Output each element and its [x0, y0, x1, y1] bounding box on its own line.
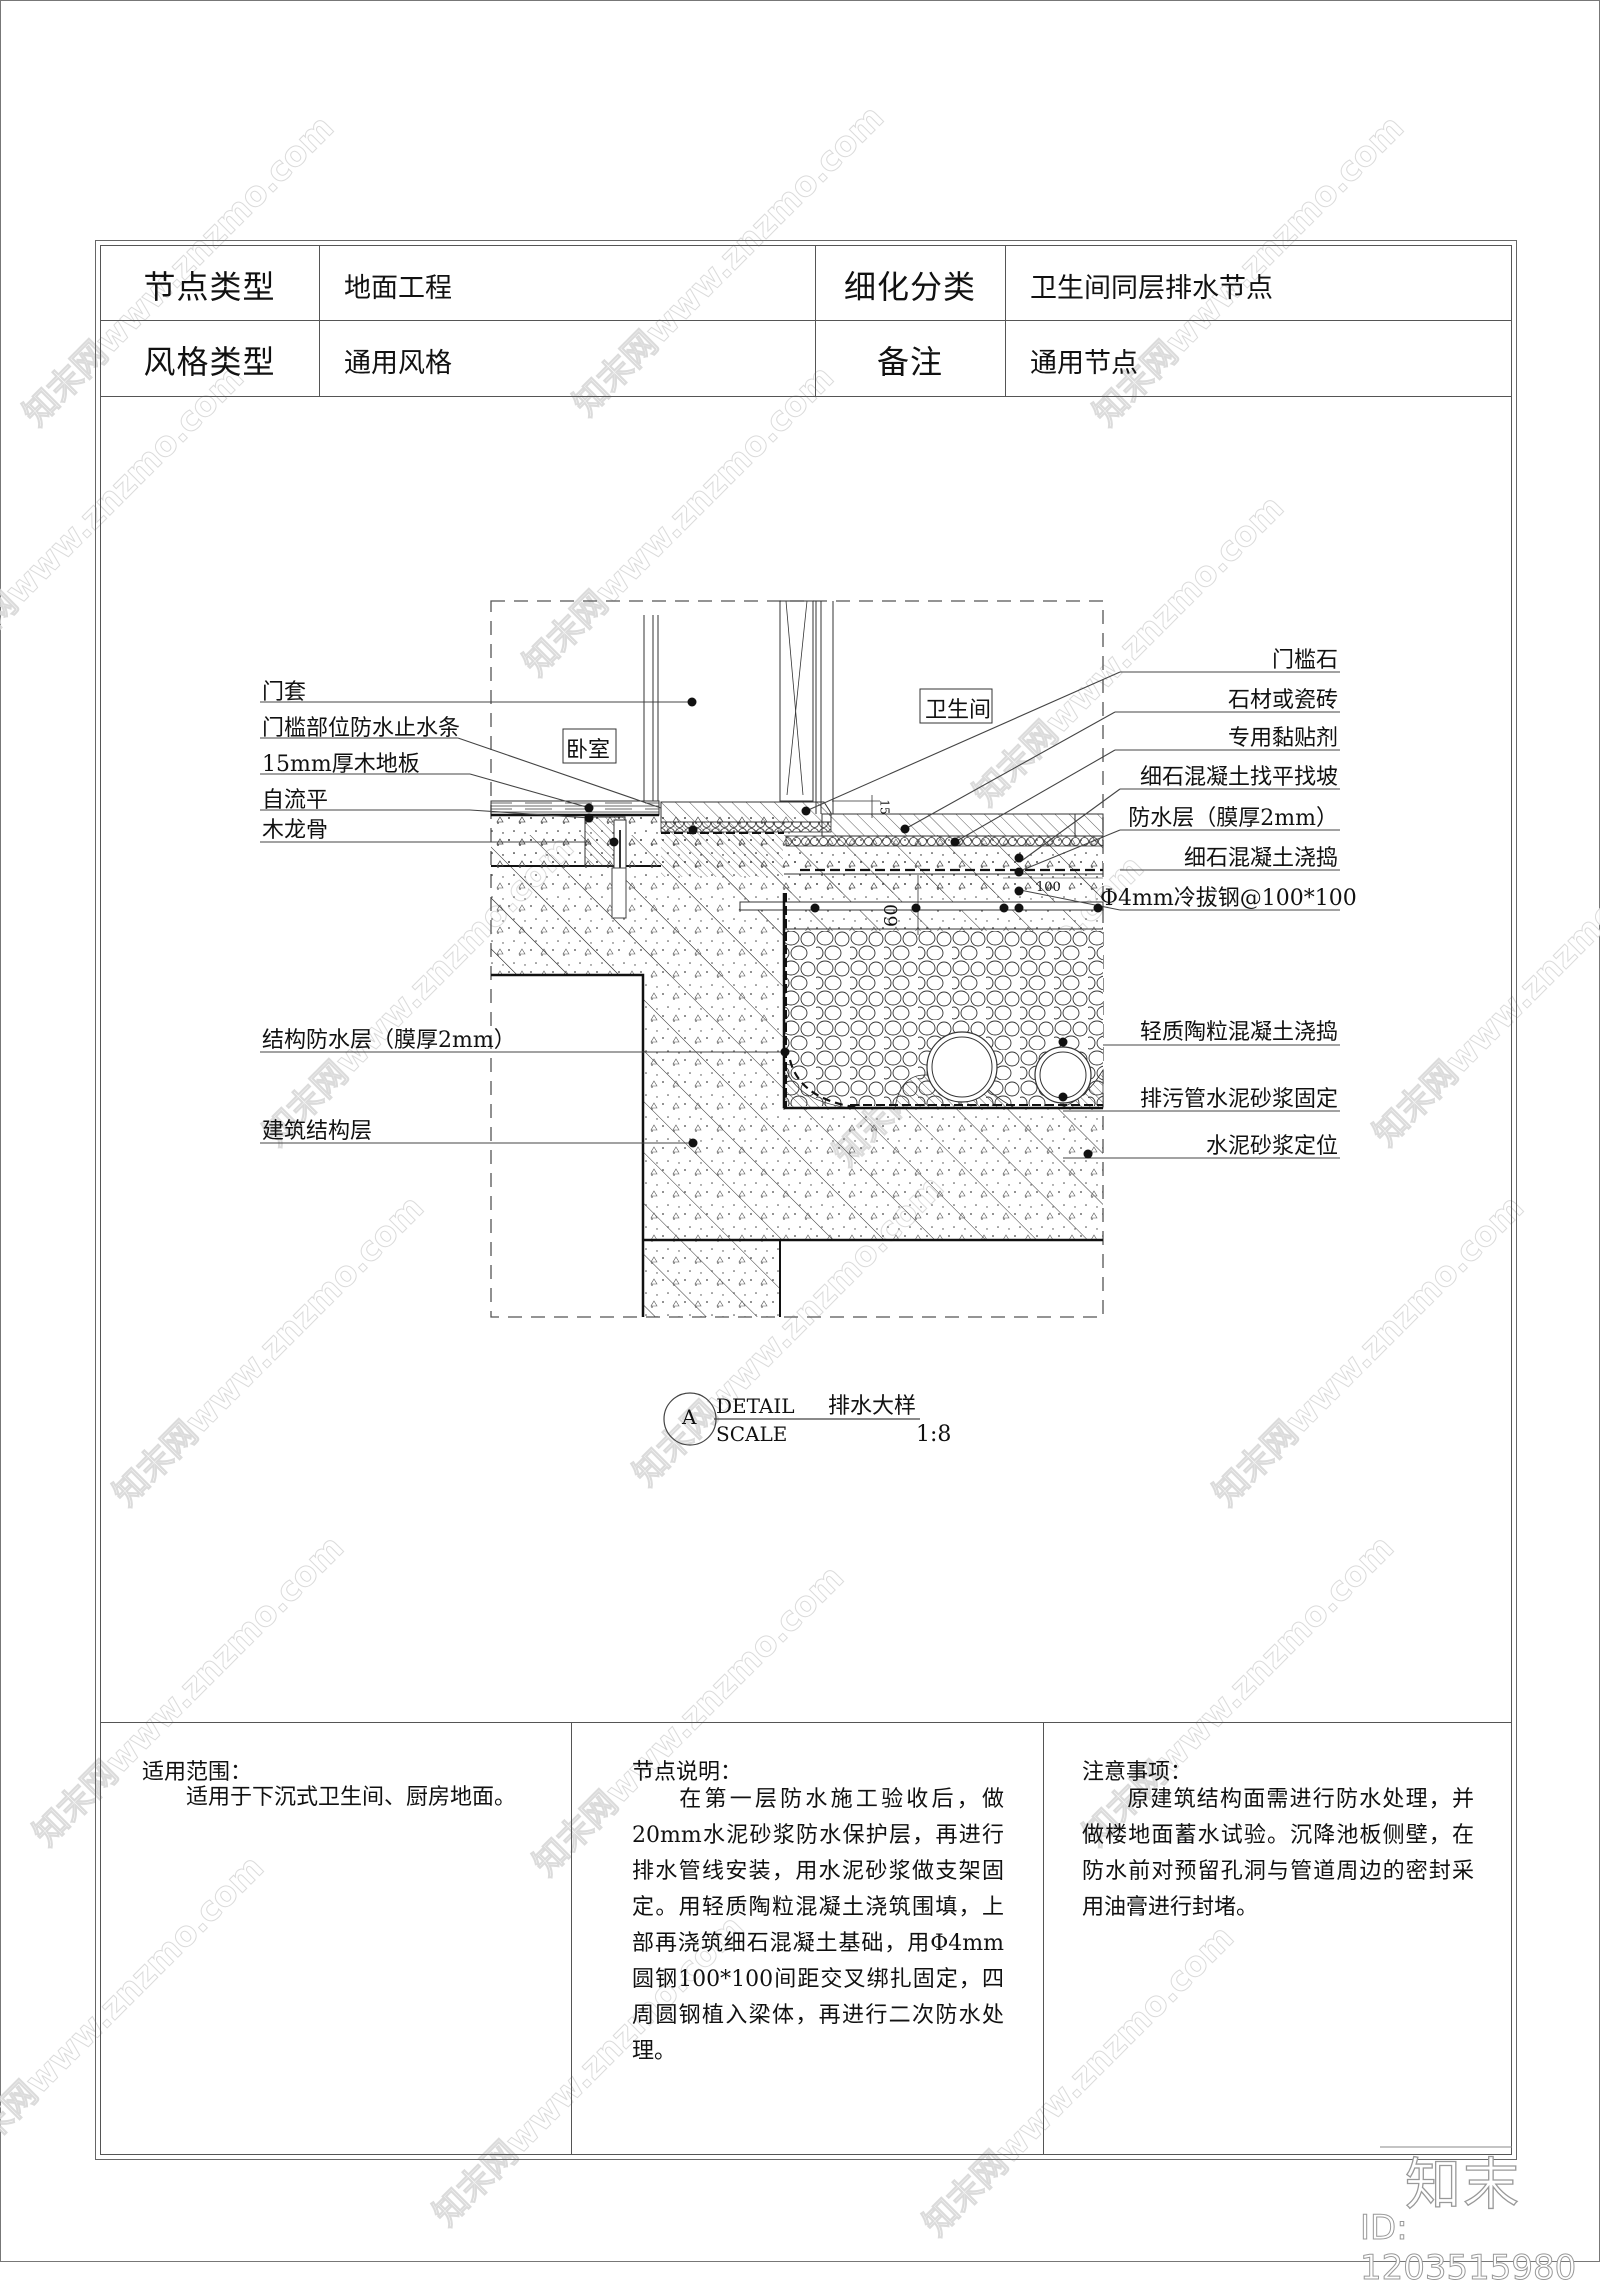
callout-steel-mesh: Φ4mm冷拔钢@100*100	[1100, 886, 1357, 911]
header-row-divider	[100, 320, 1512, 321]
callout-threshold-stone: 门槛石	[1271, 648, 1338, 673]
description-body: 在第一层防水施工验收后，做20mm水泥砂浆防水保护层，再进行排水管线安装，用水泥…	[632, 1782, 1004, 2070]
description-title: 节点说明：	[632, 1760, 743, 1785]
callout-adhesive: 专用黏贴剂	[1227, 726, 1338, 751]
header-value-remarks: 通用节点	[1030, 348, 1138, 379]
scale-label: SCALE	[716, 1422, 788, 1446]
detail-symbol: A	[682, 1405, 697, 1429]
header-bottom-divider	[100, 396, 1512, 397]
callout-mortar-positioning: 水泥砂浆定位	[1205, 1134, 1338, 1159]
notes-col-divider	[571, 1722, 572, 2155]
dimension-15: 15	[877, 799, 892, 815]
header-value-subcategory: 卫生间同层排水节点	[1030, 273, 1273, 304]
sheet-frame-inner	[100, 245, 1512, 2155]
cautions-body: 原建筑结构面需进行防水处理，并做楼地面蓄水试验。沉降池板侧壁，在防水前对预留孔洞…	[1082, 1782, 1474, 1926]
brand-id: ID: 1203515980	[1360, 2208, 1577, 2288]
header-col-divider	[815, 245, 816, 396]
detail-name: 排水大样	[828, 1394, 917, 1419]
brand-logo: 知末	[1404, 2152, 1521, 2218]
header-label-subcategory: 细化分类	[843, 268, 976, 306]
callout-structural-waterproof: 结构防水层（膜厚2mm）	[262, 1028, 516, 1053]
cautions-title: 注意事项：	[1082, 1760, 1193, 1785]
callout-fine-concrete-pour: 细石混凝土浇捣	[1183, 846, 1338, 871]
callout-wood-floor: 15mm厚木地板	[262, 752, 420, 777]
callout-ceramsite-concrete: 轻质陶粒混凝土浇捣	[1139, 1020, 1338, 1045]
scope-text: 适用于下沉式卫生间、厨房地面。	[186, 1785, 517, 1810]
header-value-node-type: 地面工程	[344, 273, 452, 304]
callout-wood-keel: 木龙骨	[262, 818, 329, 843]
description-text: 在第一层防水施工验收后，做20mm水泥砂浆防水保护层，再进行排水管线安装，用水泥…	[632, 1787, 1004, 2064]
room-label-bathroom: 卫生间	[925, 698, 992, 723]
dimension-100: 100	[1036, 880, 1061, 895]
notes-top-divider	[100, 1722, 1512, 1723]
callout-self-leveling: 自流平	[262, 788, 329, 813]
cautions-text: 原建筑结构面需进行防水处理，并做楼地面蓄水试验。沉降池板侧壁，在防水前对预留孔洞…	[1082, 1787, 1474, 1920]
callout-threshold-waterstop: 门槛部位防水止水条	[262, 716, 461, 741]
notes-col-divider	[1043, 1722, 1044, 2155]
callout-structure-layer: 建筑结构层	[262, 1119, 373, 1144]
callout-waterproof-layer: 防水层（膜厚2mm）	[1128, 806, 1338, 831]
dimension-60: 60	[880, 904, 902, 927]
detail-label: DETAIL	[716, 1394, 795, 1418]
header-label-node-type: 节点类型	[143, 268, 276, 306]
callout-door-casing: 门套	[262, 680, 307, 705]
callout-fine-concrete-screed: 细石混凝土找平找坡	[1139, 765, 1338, 790]
callout-stone-or-tile: 石材或瓷砖	[1227, 688, 1338, 713]
scale-value: 1:8	[916, 1422, 952, 1447]
header-col-divider	[1005, 245, 1006, 396]
sheet-frame-outer	[95, 240, 1517, 2160]
header-label-style-type: 风格类型	[143, 343, 276, 381]
scope-title: 适用范围：	[142, 1760, 253, 1785]
header-col-divider	[319, 245, 320, 396]
room-label-bedroom: 卧室	[566, 738, 611, 763]
callout-pipe-mortar-fix: 排污管水泥砂浆固定	[1139, 1087, 1338, 1112]
scope-body: 适用于下沉式卫生间、厨房地面。	[142, 1780, 562, 1816]
header-label-remarks: 备注	[876, 343, 943, 381]
header-value-style-type: 通用风格	[344, 348, 452, 379]
